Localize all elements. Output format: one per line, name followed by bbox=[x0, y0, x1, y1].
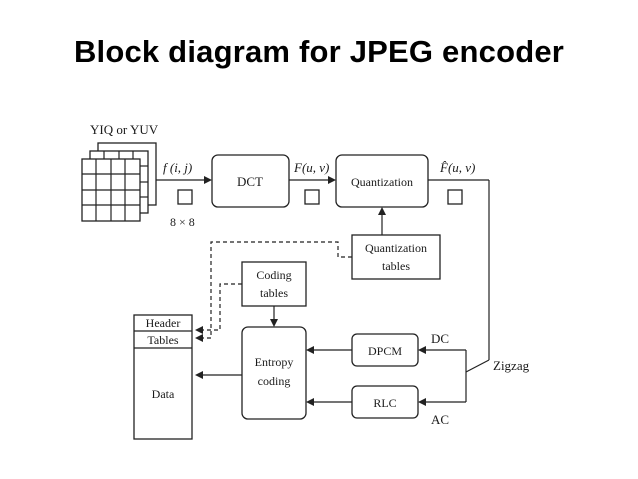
zigzag-label: Zigzag bbox=[493, 358, 530, 373]
quantization-tables-label-2: tables bbox=[382, 259, 410, 273]
coding-tables-block bbox=[241, 261, 307, 307]
entropy-coding-label-1: Entropy bbox=[255, 355, 294, 369]
block-size-label: 8 × 8 bbox=[170, 215, 195, 229]
coef-block-icon bbox=[304, 189, 320, 205]
quantized-block-icon bbox=[447, 189, 463, 205]
dc-label: DC bbox=[431, 331, 449, 346]
coding-tables-label-2: tables bbox=[260, 286, 288, 300]
dpcm-label: DPCM bbox=[368, 344, 402, 358]
coding-tables-label-1: Coding bbox=[256, 268, 291, 282]
F-hat-uv-label: F̂(u, v) bbox=[439, 160, 475, 175]
block-8x8-icon bbox=[177, 189, 193, 205]
dct-label: DCT bbox=[237, 174, 263, 189]
header-label: Header bbox=[146, 316, 181, 330]
tables-label: Tables bbox=[147, 333, 178, 347]
ac-label: AC bbox=[431, 412, 449, 427]
f-ij-label: f (i, j) bbox=[163, 160, 192, 175]
pixel-grid bbox=[82, 151, 148, 221]
output-file-block bbox=[133, 314, 193, 440]
data-label: Data bbox=[152, 387, 175, 401]
input-image-stack bbox=[81, 142, 157, 222]
entropy-coding-label-2: coding bbox=[258, 374, 291, 388]
F-uv-label: F(u, v) bbox=[293, 160, 329, 175]
entropy-coding-block bbox=[241, 326, 307, 420]
dct-block bbox=[211, 154, 290, 208]
input-label: YIQ or YUV bbox=[90, 122, 159, 137]
slide-title: Block diagram for JPEG encoder bbox=[73, 34, 565, 69]
quantization-tables-label-1: Quantization bbox=[365, 241, 427, 255]
rlc-label: RLC bbox=[373, 396, 396, 410]
quantization-label: Quantization bbox=[351, 175, 413, 189]
